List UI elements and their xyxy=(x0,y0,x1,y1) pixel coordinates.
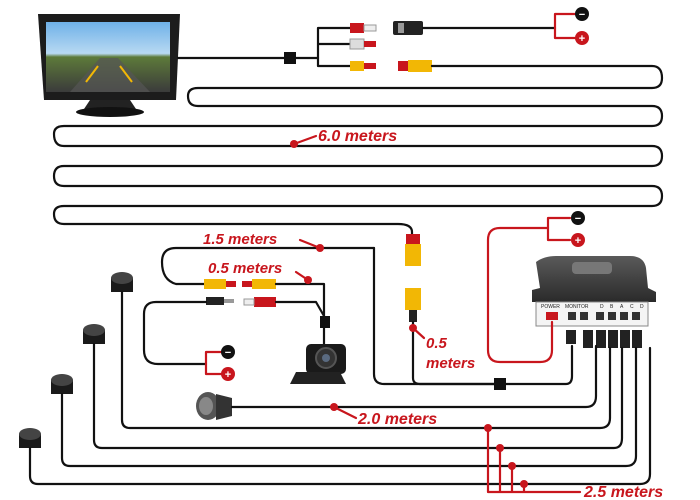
negative-terminal-cam xyxy=(221,345,235,359)
negative-symbol: − xyxy=(579,9,585,21)
label-0-5-a: 0.5 xyxy=(426,335,448,352)
white-rca-plug xyxy=(349,38,365,50)
rear-camera xyxy=(290,316,346,384)
serpentine-6m-cable xyxy=(52,64,664,238)
svg-text:−: − xyxy=(225,347,231,359)
positive-terminal-top xyxy=(575,31,589,45)
sensor-3 xyxy=(51,374,73,394)
port-label-a: A xyxy=(620,304,624,310)
red-rca-plug xyxy=(350,23,364,33)
positive-terminal-cam xyxy=(221,367,235,381)
sensor-1 xyxy=(111,272,133,292)
yellow-rca-socket xyxy=(408,60,432,72)
sensor-cable-4 xyxy=(28,346,652,486)
sensor-cable-3 xyxy=(60,346,638,468)
svg-text:+: + xyxy=(575,235,581,247)
label-6-meters: 6.0 meters xyxy=(318,128,397,145)
port-label-power: POWER xyxy=(541,304,560,310)
dc-power-jack xyxy=(393,21,423,35)
sensor-4 xyxy=(19,428,41,448)
port-label-b: B xyxy=(610,304,614,310)
sensor-2 xyxy=(83,324,105,344)
negative-terminal-mid xyxy=(571,211,585,225)
yellow-rca-plug xyxy=(350,61,364,71)
port-label-monitor: MONITOR xyxy=(565,304,589,310)
camera-extension-cable xyxy=(160,246,376,286)
parking-sensor-control-box: POWER MONITOR D B A C D xyxy=(532,256,656,327)
sensor-plugs xyxy=(566,330,642,348)
label-2-0-meters: 2.0 meters xyxy=(357,411,437,428)
svg-text:−: − xyxy=(575,213,581,225)
buzzer xyxy=(196,392,232,420)
buzzer-cable xyxy=(230,344,598,409)
monitor xyxy=(38,14,180,117)
label-0-5-meters: 0.5 meters xyxy=(208,260,282,277)
negative-terminal-top xyxy=(575,7,589,21)
label-meters-b: meters xyxy=(426,355,475,372)
yellow-rca-box xyxy=(405,288,421,310)
port-label-c: C xyxy=(630,304,634,310)
sensor-cable-1 xyxy=(120,290,612,430)
positive-terminal-mid xyxy=(571,233,585,247)
label-1-5-meters: 1.5 meters xyxy=(203,231,277,248)
positive-symbol: + xyxy=(579,33,585,45)
sensor-cable-2 xyxy=(92,342,624,450)
port-label-d2: D xyxy=(640,304,644,310)
label-2-5-meters: 2.5 meters xyxy=(583,484,663,500)
port-label-d1: D xyxy=(600,304,604,310)
svg-text:+: + xyxy=(225,369,231,381)
yellow-rca-end xyxy=(405,244,421,266)
cable-connector xyxy=(284,52,296,64)
